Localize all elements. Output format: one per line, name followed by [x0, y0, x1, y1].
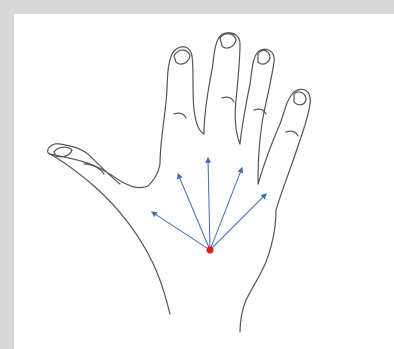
hand-diagram — [14, 14, 394, 349]
arrow — [208, 158, 210, 250]
middle-nail — [220, 34, 236, 48]
crease — [174, 113, 186, 118]
palm-right-edge — [240, 210, 276, 332]
crease — [222, 97, 234, 102]
diagram-canvas — [14, 14, 394, 349]
ring-nail — [258, 51, 270, 65]
middle-finger — [204, 33, 240, 144]
pinky-finger — [258, 89, 310, 210]
ring-finger — [240, 49, 274, 184]
arrow — [152, 212, 210, 250]
arrow — [210, 194, 266, 250]
arrow — [210, 168, 242, 250]
palm-left-edge — [50, 154, 170, 314]
pinky-nail — [294, 92, 306, 105]
crease — [286, 131, 298, 136]
index-nail — [174, 50, 190, 64]
hand-outline — [48, 33, 311, 332]
origin-point — [206, 246, 213, 253]
arrow — [178, 174, 210, 250]
thumb — [48, 144, 160, 188]
direction-arrows — [152, 158, 266, 250]
